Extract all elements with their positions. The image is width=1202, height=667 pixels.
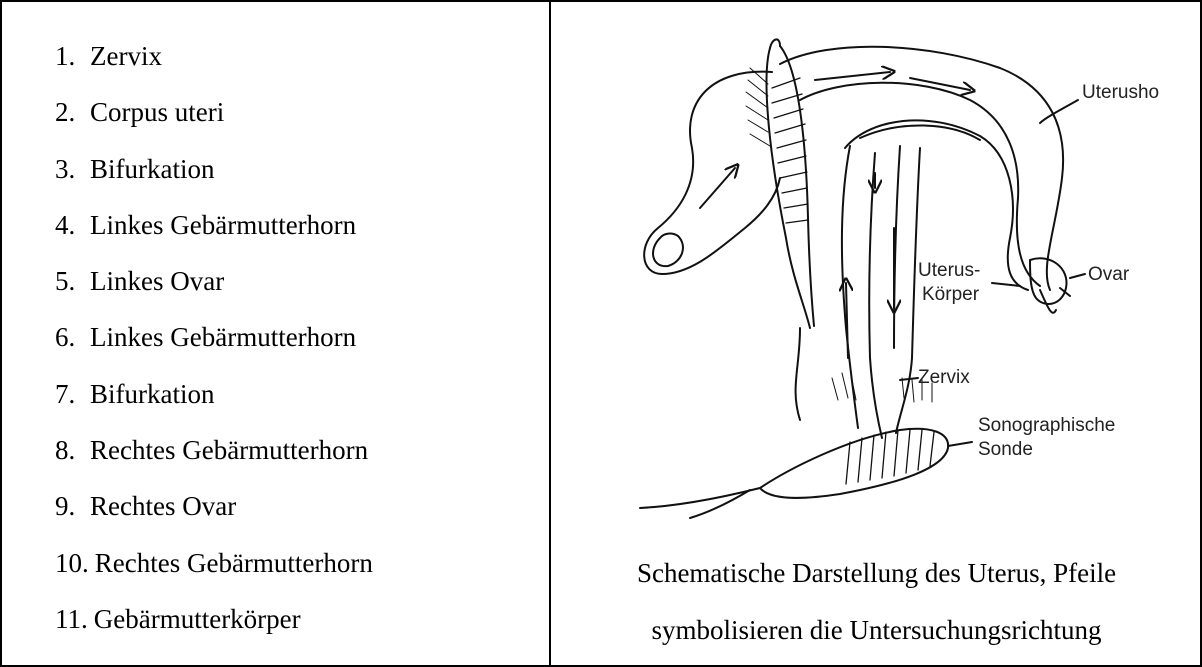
upper-probe <box>767 48 810 328</box>
list-item: 4.Linkes Gebärmutterhorn <box>55 197 373 253</box>
list-item: 7.Bifurkation <box>55 366 373 422</box>
list-item: 9.Rechtes Ovar <box>55 478 373 534</box>
label-sonde-line2: Sonde <box>978 439 1033 460</box>
label-zervix: Zervix <box>918 367 970 388</box>
label-sonde-line1: Sonographische <box>978 415 1115 436</box>
diagram-caption: Schematische Darstellung des Uterus, Pfe… <box>551 545 1202 658</box>
list-item: 10.Rechtes Gebärmutterhorn <box>55 535 373 591</box>
list-item: 2.Corpus uteri <box>55 84 373 140</box>
list-item: 1.Zervix <box>55 28 373 84</box>
uterus-diagram: Uterushorn Ovar Uterus- Körper Zervix So… <box>600 28 1160 538</box>
list-item: 3.Bifurkation <box>55 141 373 197</box>
caption-line-2: symbolisieren die Untersuchungsrichtung <box>551 602 1202 659</box>
list-item: 11.Gebärmutterkörper <box>55 591 373 647</box>
left-ovary <box>653 234 683 267</box>
label-uterus-line2: Körper <box>922 284 980 305</box>
examination-steps-list: 1.Zervix 2.Corpus uteri 3.Bifurkation 4.… <box>55 28 373 647</box>
list-item: 6.Linkes Gebärmutterhorn <box>55 309 373 365</box>
label-uterushorn: Uterushorn <box>1082 82 1160 103</box>
list-item: 5.Linkes Ovar <box>55 253 373 309</box>
caption-line-1: Schematische Darstellung des Uterus, Pfe… <box>551 545 1202 602</box>
label-ovar: Ovar <box>1088 264 1130 285</box>
list-item: 8.Rechtes Gebärmutterhorn <box>55 422 373 478</box>
sonographic-probe <box>760 429 948 498</box>
horn-arch-inner <box>800 83 1040 286</box>
label-uterus-line1: Uterus- <box>918 260 980 281</box>
